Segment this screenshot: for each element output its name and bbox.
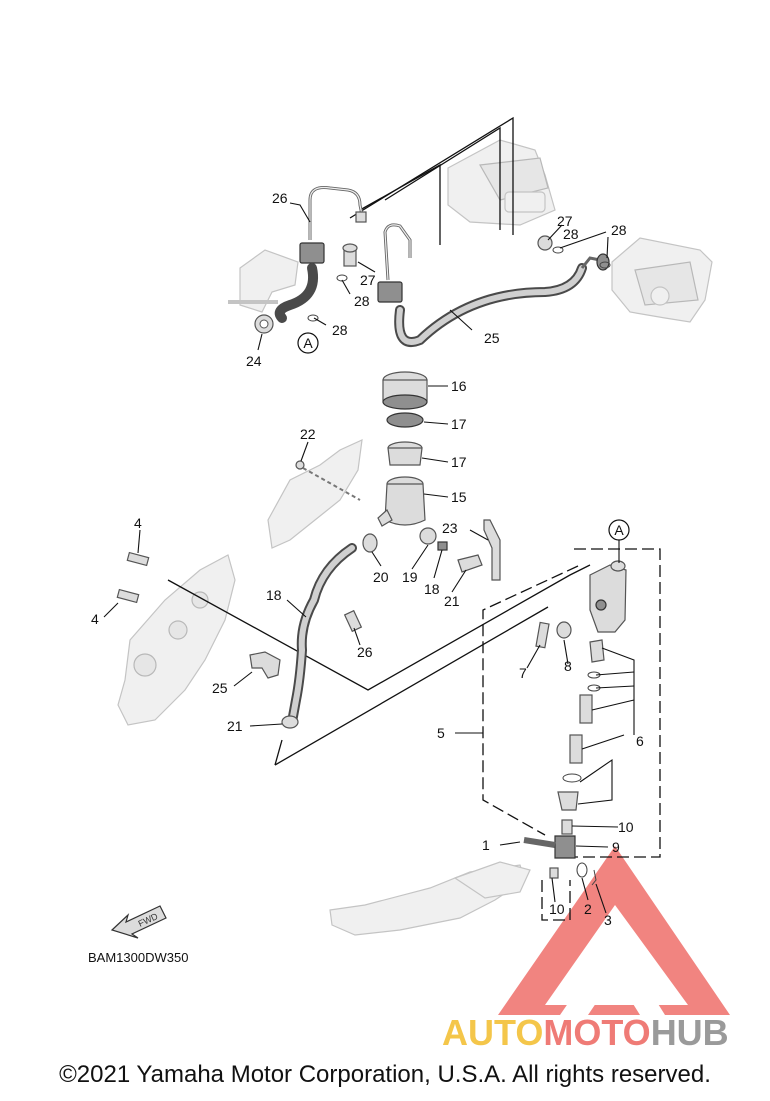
bolt-4-upper	[126, 551, 150, 567]
bolt-27-left	[342, 243, 358, 267]
clip-17-upper	[362, 533, 378, 553]
brake-pedal-ghost	[329, 861, 531, 936]
bolt-26	[343, 609, 363, 633]
callout-4-lower: 4	[91, 611, 99, 627]
callout-23: 25	[484, 330, 500, 346]
ref-marker-a-right-label: A	[614, 522, 624, 538]
callout-14: 17	[451, 416, 467, 432]
copyright-notice: ©2021 Yamaha Motor Corporation, U.S.A. A…	[59, 1061, 711, 1088]
callout-18: 18	[266, 587, 282, 603]
callout-15: 18	[424, 581, 440, 597]
side-cover-ghost	[267, 439, 363, 549]
bolt-20	[295, 460, 361, 501]
ref-marker-a-top-label: A	[303, 335, 313, 351]
brake-hose-24	[274, 186, 367, 323]
nut-8	[556, 621, 572, 639]
callout-21: 23	[442, 520, 458, 536]
watermark-moto: MOTO	[543, 1012, 651, 1053]
rear-caliper-ghost	[611, 237, 713, 323]
callout-1: 1	[482, 837, 490, 853]
piston-kit-6	[557, 639, 605, 811]
callout-20: 22	[300, 426, 316, 442]
grommet-16	[419, 527, 437, 545]
ref-marker-a-right: A	[608, 519, 630, 563]
clip-17-lower	[281, 715, 299, 729]
ref-marker-a-top: A	[297, 332, 319, 354]
callout-28-left: 28	[354, 293, 370, 309]
callout-5: 5	[437, 725, 445, 741]
brake-hose-23	[377, 223, 610, 347]
callout-7: 7	[519, 665, 527, 681]
pushrod-9	[523, 819, 576, 859]
callout-28-bottom: 28	[332, 322, 348, 338]
brake-line-frame	[167, 116, 591, 766]
master-cylinder-body	[589, 560, 627, 633]
callout-6: 6	[636, 733, 644, 749]
callout-13: 17	[451, 454, 467, 470]
clamp-22	[254, 314, 274, 334]
callout-12: 16	[451, 378, 467, 394]
callout-27-right: 27	[557, 213, 573, 229]
reservoir-cap-12	[382, 371, 428, 410]
callout-10-right: 10	[618, 819, 634, 835]
watermark-triangle-icon	[498, 846, 730, 1015]
callout-27-left: 27	[360, 272, 376, 288]
pin-2-3	[549, 862, 597, 886]
abs-unit-ghost	[447, 139, 556, 226]
callout-16: 19	[402, 569, 418, 585]
callout-4-upper: 4	[134, 515, 142, 531]
callout-25: 25	[212, 680, 228, 696]
callout-28-top: 28	[611, 222, 627, 238]
callout-17-upper: 20	[373, 569, 389, 585]
watermark-auto: AUTO	[442, 1012, 544, 1053]
diaphragm-holder-13	[387, 441, 423, 466]
watermark-hub: HUB	[650, 1012, 729, 1053]
bolt-15	[437, 541, 448, 551]
bolt-4-lower	[116, 588, 140, 604]
reservoir-tank-11	[377, 476, 426, 527]
callout-2: 2	[584, 901, 592, 917]
leader-lines	[103, 202, 635, 914]
callout-26: 26	[357, 644, 373, 660]
callout-17-lower: 21	[227, 718, 243, 734]
callout-28-mid: 28	[563, 226, 579, 242]
bracket-21-19	[457, 519, 501, 581]
callout-9: 9	[612, 839, 620, 855]
reservoir-hose-18	[287, 543, 357, 727]
callout-19: 21	[444, 593, 460, 609]
diaphragm-14	[386, 412, 424, 428]
callout-10-lower: 10	[549, 901, 565, 917]
callout-24: 26	[272, 190, 288, 206]
watermark-brand: AUTOMOTOHUB	[442, 1012, 729, 1054]
fwd-arrow-icon: FWD	[110, 905, 167, 939]
holder-25	[249, 651, 281, 679]
callout-11: 15	[451, 489, 467, 505]
callout-22: 24	[246, 353, 262, 369]
bolt-7	[535, 621, 550, 649]
callout-3: 3	[604, 912, 612, 928]
callout-8: 8	[564, 658, 572, 674]
diagram-code: BAM1300DW350	[88, 950, 188, 965]
callout-labels: 26 27 28 28 27 28 28 24 25 16 17 17 15 2…	[91, 190, 644, 928]
washer-28	[307, 246, 611, 322]
footrest-bracket-ghost	[117, 554, 236, 726]
master-cylinder-kit-dashed-frame	[482, 548, 661, 921]
bracket-ghost-top	[228, 249, 299, 313]
